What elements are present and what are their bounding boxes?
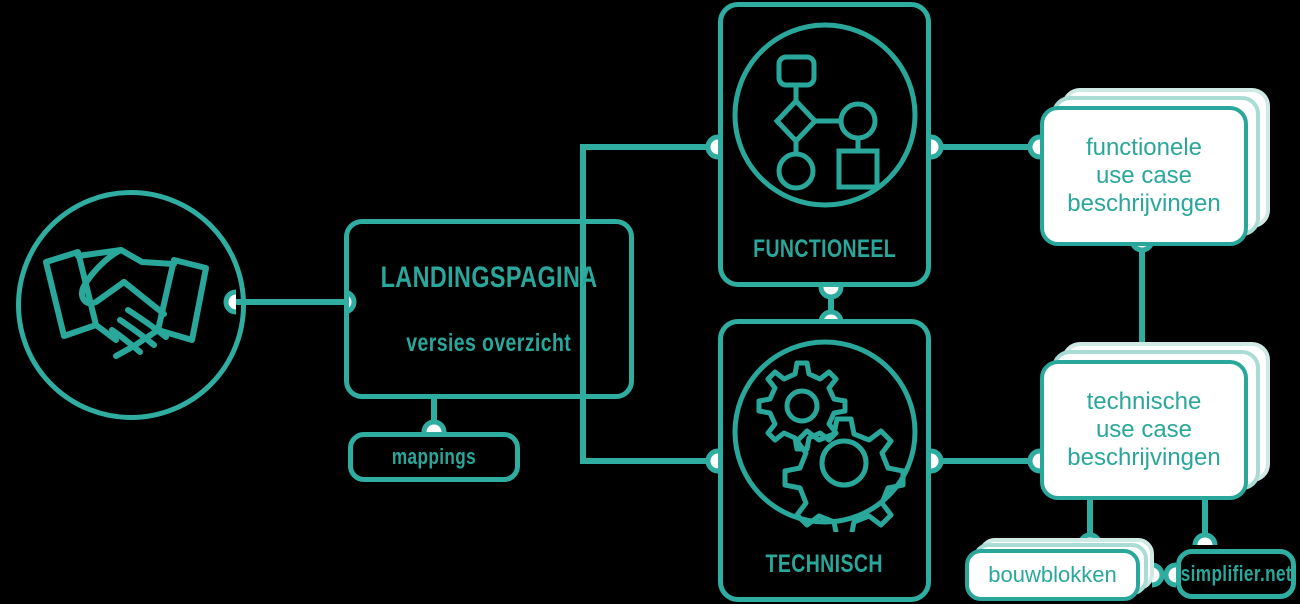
functionele-usecases-node[interactable]: functionele use case beschrijvingen — [1040, 88, 1270, 248]
functionele-usecases-label: functionele use case beschrijvingen — [1067, 133, 1221, 218]
simplifier-node[interactable]: simplifier.net — [1176, 549, 1296, 599]
bouwblokken-node[interactable]: bouwblokken — [965, 538, 1155, 604]
functioneel-node[interactable]: FUNCTIONEEL — [718, 2, 931, 287]
technische-usecases-node[interactable]: technische use case beschrijvingen — [1040, 342, 1270, 502]
technische-usecases-label: technische use case beschrijvingen — [1067, 387, 1221, 472]
wire-landing-technisch — [580, 303, 718, 464]
simplifier-label: simplifier.net — [1180, 561, 1292, 586]
bouwblokken-label: bouwblokken — [988, 562, 1117, 588]
stack-sheet-front: functionele use case beschrijvingen — [1040, 106, 1248, 246]
landingspagina-node[interactable]: LANDINGSPAGINA versies overzicht — [344, 219, 634, 399]
landingspagina-title: LANDINGSPAGINA — [380, 260, 598, 294]
technisch-node[interactable]: TECHNISCH — [718, 319, 931, 602]
mappings-label: mappings — [391, 444, 477, 469]
partnership-node[interactable] — [16, 190, 246, 420]
wire-landing-functioneel — [580, 144, 718, 303]
landingspagina-subtitle: versies overzicht — [406, 328, 572, 357]
technisch-label: TECHNISCH — [765, 550, 884, 578]
functioneel-label: FUNCTIONEEL — [753, 235, 896, 263]
stack-sheet-front: technische use case beschrijvingen — [1040, 360, 1248, 500]
gears-icon — [732, 339, 917, 532]
stack-sheet-front: bouwblokken — [965, 549, 1140, 601]
flowchart-icon — [732, 22, 917, 208]
handshake-icon — [43, 247, 209, 359]
mappings-node[interactable]: mappings — [348, 432, 520, 482]
